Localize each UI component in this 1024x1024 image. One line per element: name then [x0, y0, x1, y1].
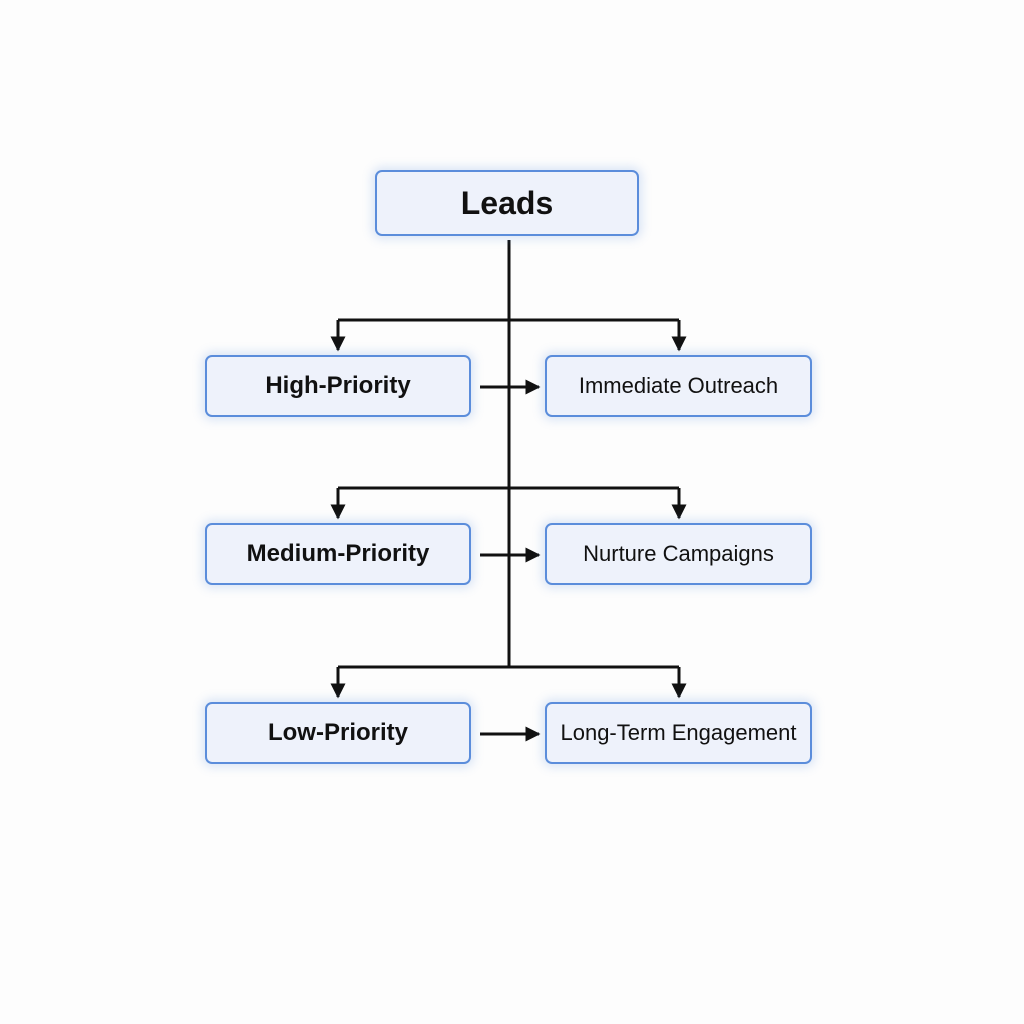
high-priority-node: High-Priority	[205, 355, 471, 417]
immediate-outreach-label: Immediate Outreach	[578, 373, 779, 398]
leads-label: Leads	[460, 184, 554, 221]
low-priority-node: Low-Priority	[205, 702, 471, 764]
medium-priority-label: Medium-Priority	[246, 540, 430, 567]
nurture-campaigns-node: Nurture Campaigns	[545, 523, 812, 585]
high-priority-label: High-Priority	[265, 372, 411, 399]
medium-priority-node: Medium-Priority	[205, 523, 471, 585]
nurture-campaigns-label: Nurture Campaigns	[583, 541, 774, 566]
long-term-engagement-node: Long-Term Engagement	[545, 702, 812, 764]
immediate-outreach-node: Immediate Outreach	[545, 355, 812, 417]
low-priority-label: Low-Priority	[267, 719, 408, 746]
leads-node: Leads	[375, 170, 639, 236]
long-term-engagement-label: Long-Term Engagement	[560, 720, 797, 745]
